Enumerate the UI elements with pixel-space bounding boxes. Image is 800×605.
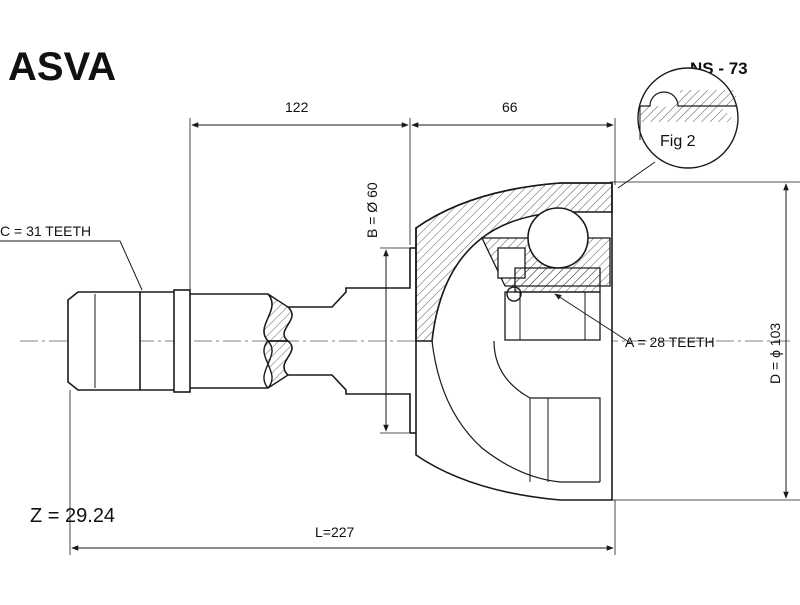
shaft-neck [288, 247, 416, 434]
circlip [506, 286, 522, 302]
z-value-label: Z = 29.24 [30, 505, 115, 527]
fig2-label: Fig 2 [660, 133, 696, 150]
dim-66-label: 66 [502, 99, 518, 115]
shaft-break [263, 293, 293, 389]
brand-logo-text: ASVA [8, 45, 116, 89]
inner-spline-label: A = 28 TEETH [625, 334, 715, 350]
inner-spline-leader [554, 293, 633, 345]
extension-lines [69, 118, 800, 555]
dim-b60-label: B = Ø 60 [364, 182, 380, 238]
fig2-detail-callout [617, 67, 739, 189]
outer-spline-label: C = 31 TEETH [0, 223, 91, 239]
shaft [67, 289, 268, 393]
dim-122-label: 122 [285, 99, 309, 115]
dim-d103-label: D = ϕ 103 [767, 323, 783, 384]
dim-227-label: L=227 [315, 524, 355, 540]
outer-spline-leader [0, 240, 143, 291]
dimension-lines [71, 122, 789, 551]
ball-bearing [527, 207, 589, 269]
